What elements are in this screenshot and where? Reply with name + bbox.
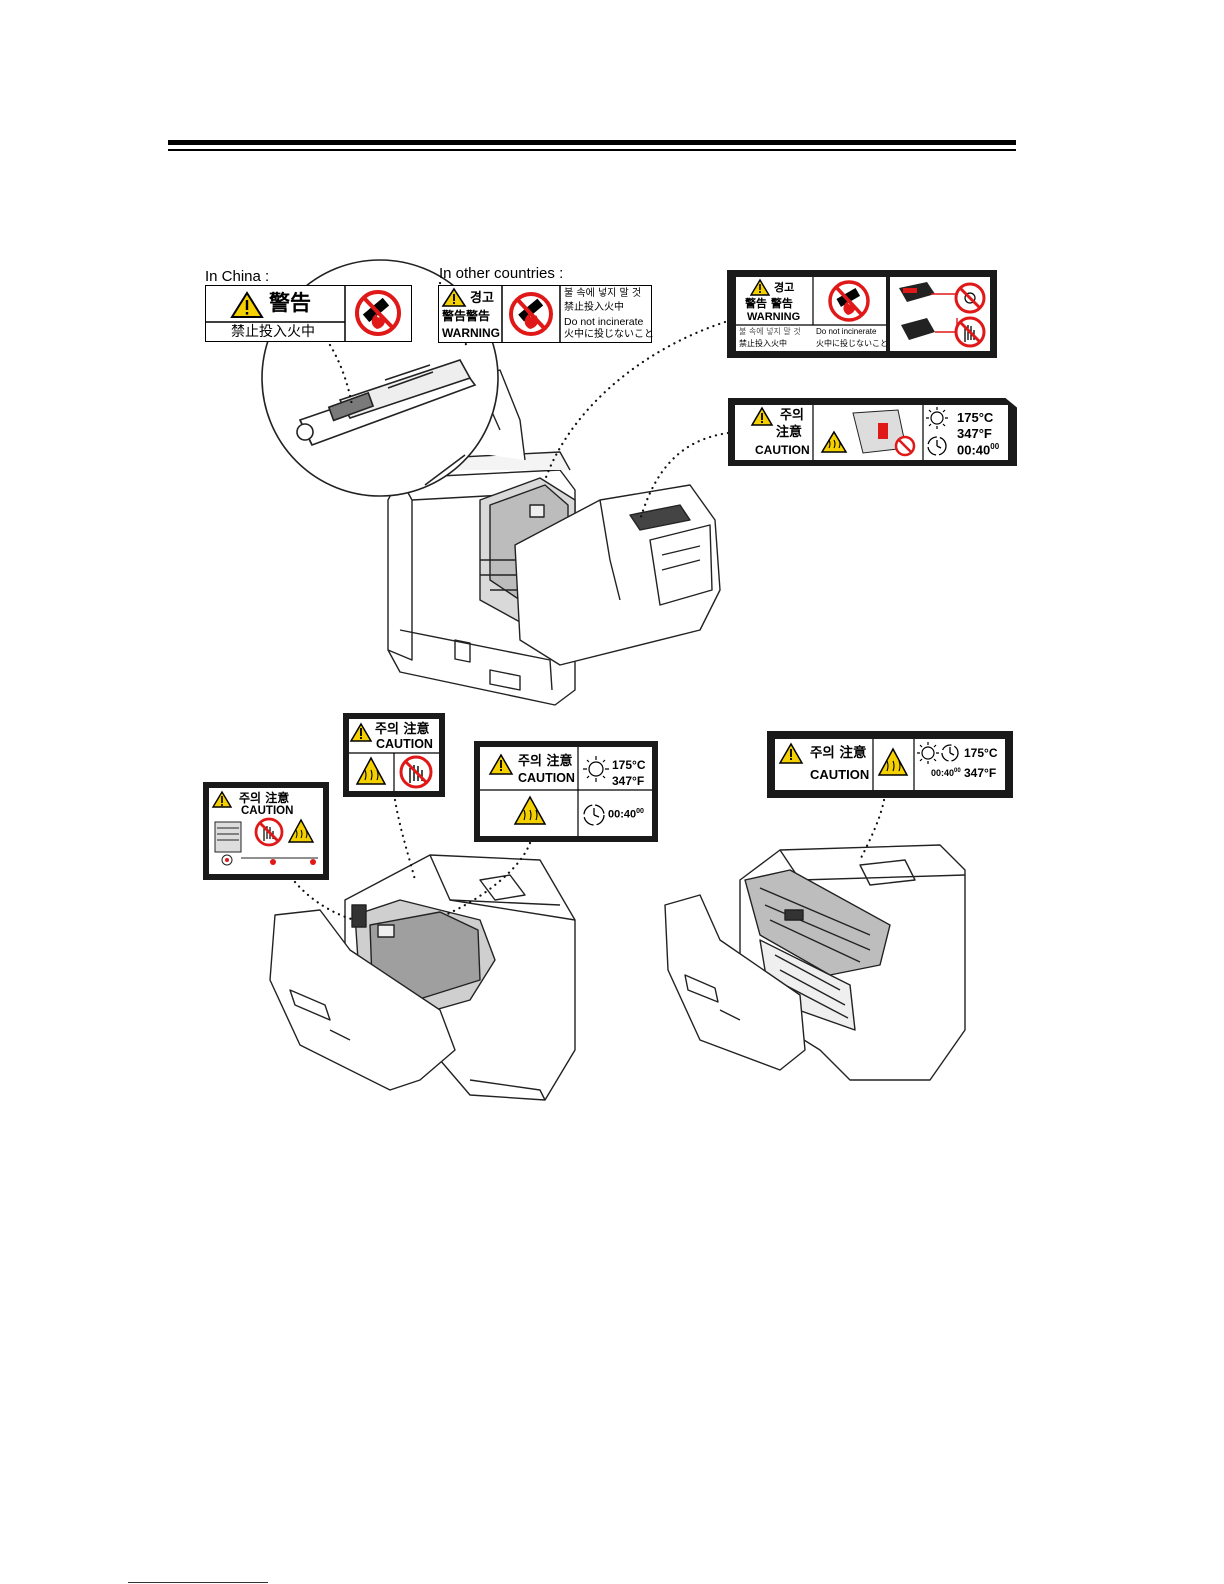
thermometer-sun-icon — [917, 742, 939, 764]
hot-surface-icon — [822, 432, 846, 452]
label-cartridge-line-en: WARNING — [747, 312, 800, 323]
no-sunlight-icon — [956, 284, 984, 312]
fuser-hand-icon — [853, 410, 914, 455]
hot-surface-icon — [289, 820, 313, 842]
printer-bottom-left-illustration — [270, 855, 575, 1100]
warning-triangle-icon — [751, 280, 769, 295]
no-touch-icon — [256, 819, 282, 845]
thermometer-sun-icon — [583, 756, 609, 782]
warning-triangle-icon — [780, 744, 802, 763]
label-fuser-mid-temp-c: 175°C — [612, 759, 646, 771]
label-lever-caution: 주의 注意 CAUTION — [203, 782, 329, 880]
clock-icon — [584, 805, 604, 825]
label-fuser-wide: 주의 注意 CAUTION 175°C 00:4000 347°F — [767, 731, 1013, 798]
hot-surface-icon — [357, 758, 385, 784]
label-china-text: 禁止投入火中 — [231, 325, 315, 339]
caption-china: In China : — [205, 268, 269, 285]
label-fuser-wide-time-main: 00:40 — [931, 768, 954, 778]
label-other-text-en: Do not incinerate — [564, 317, 643, 328]
no-touch-icon — [401, 757, 431, 787]
label-fuser-mid-time: 00:4000 — [608, 808, 644, 821]
no-fire-icon — [830, 282, 868, 320]
label-lever-line-en: CAUTION — [241, 806, 293, 818]
label-hand-caution: 주의 注意 CAUTION — [343, 713, 445, 797]
label-cartridge-warning: 경고 警告 警告 WARNING 불 속에 넣지 말 것 Do not inci… — [727, 270, 997, 358]
label-fuser-right-time-main: 00:40 — [957, 442, 990, 457]
hot-surface-icon — [515, 797, 545, 824]
label-fuser-mid-time-sup: 00 — [636, 808, 644, 815]
label-cartridge-text-cn: 禁止投入火中 — [739, 340, 787, 348]
label-fuser-right-temp-c: 175°C — [957, 411, 993, 424]
label-other-text-ko: 불 속에 넣지 말 것 — [564, 289, 641, 299]
no-fire-icon — [511, 294, 551, 334]
footer-rule — [128, 1582, 268, 1583]
label-fuser-right-line-cn: 注意 — [776, 426, 802, 439]
label-cartridge-line-cn: 警告 警告 — [745, 298, 793, 309]
printer-bottom-right-illustration — [665, 845, 965, 1080]
cartridge-handling-icon — [899, 282, 957, 340]
label-fuser-mid-line-en: CAUTION — [518, 772, 575, 785]
label-fuser-wide-time: 00:4000 — [931, 768, 961, 778]
label-fuser-right-temp-f: 347°F — [957, 427, 992, 440]
no-touch-icon — [956, 318, 984, 346]
label-cartridge-line-ko: 경고 — [774, 282, 794, 293]
label-fuser-right-line-en: CAUTION — [755, 444, 810, 456]
label-fuser-wide-time-sup: 00 — [954, 768, 961, 774]
thermometer-sun-icon — [926, 407, 948, 429]
label-other-text-jp: 火中に投じないこと — [564, 330, 654, 340]
clock-icon — [942, 745, 958, 761]
label-fuser-right-time-sup: 00 — [990, 442, 999, 451]
warning-triangle-icon — [752, 408, 772, 425]
label-fuser-wide-temp-c: 175°C — [964, 747, 998, 759]
label-fuser-mid-temp-f: 347°F — [612, 775, 644, 787]
warning-triangle-icon — [232, 293, 262, 317]
no-fire-icon — [357, 292, 399, 334]
label-fuser-right-line-ko: 주의 — [780, 409, 804, 422]
label-other-countries: 경고 警告警告 WARNING 불 속에 넣지 말 것 禁止投入火中 Do no… — [438, 285, 652, 343]
label-fuser-wide-temp-f: 347°F — [964, 767, 996, 779]
label-china-warning: 警告 — [269, 293, 311, 314]
clock-icon — [928, 437, 946, 455]
warning-triangle-icon — [490, 755, 512, 774]
label-cartridge-text-ko: 불 속에 넣지 말 것 — [739, 328, 801, 336]
label-fuser-middle: 주의 注意 CAUTION 175°C 347°F 00:4000 — [474, 741, 658, 842]
label-hand-line-ko: 주의 注意 — [375, 723, 429, 736]
label-fuser-wide-line-ko: 주의 注意 — [810, 747, 867, 761]
label-other-line-cn: 警告警告 — [442, 310, 490, 322]
label-hand-line-en: CAUTION — [376, 738, 433, 751]
label-other-line-en: WARNING — [442, 327, 500, 339]
label-cartridge-text-en: Do not incinerate — [816, 328, 876, 336]
warning-triangle-icon — [351, 724, 371, 741]
label-lever-line-ko: 주의 注意 — [239, 792, 289, 804]
label-china: 警告 禁止投入火中 — [205, 285, 412, 342]
label-other-text-cn: 禁止投入火中 — [564, 303, 624, 313]
label-cartridge-text-jp: 火中に投じないこと — [816, 340, 888, 348]
label-other-line-ko: 경고 — [470, 292, 494, 305]
warning-triangle-icon — [443, 289, 465, 306]
caption-other-countries: In other countries : — [439, 265, 563, 282]
hot-surface-icon — [879, 749, 907, 775]
label-fuser-right-time: 00:4000 — [957, 443, 999, 456]
label-fuser-mid-time-main: 00:40 — [608, 809, 636, 821]
label-fuser-right: 주의 注意 CAUTION 175°C 347°F 00:4000 — [728, 398, 1017, 466]
warning-triangle-icon — [213, 792, 231, 807]
label-fuser-mid-line-ko: 주의 注意 — [518, 755, 572, 768]
label-fuser-wide-line-en: CAUTION — [810, 768, 869, 781]
